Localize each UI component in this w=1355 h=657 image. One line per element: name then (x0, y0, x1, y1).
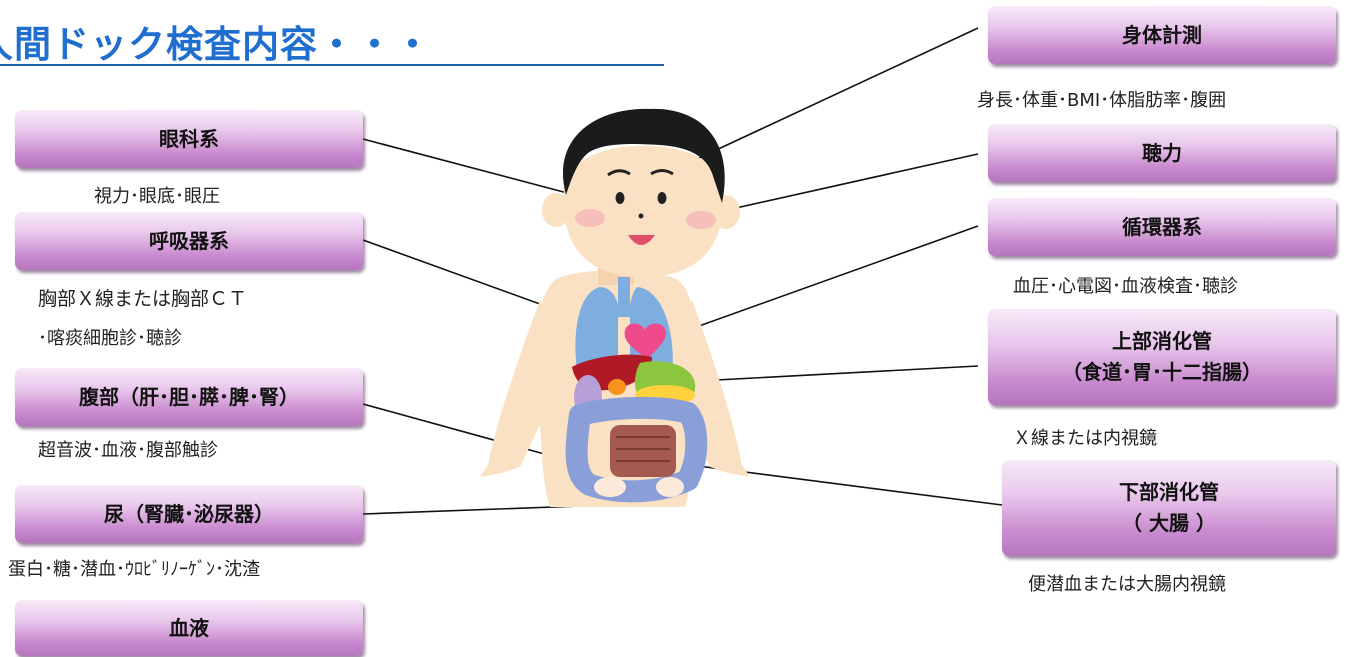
category-respiratory-label: 呼吸器系 (149, 226, 229, 257)
category-hearing-label: 聴力 (1142, 138, 1182, 169)
category-respiratory-button[interactable]: 呼吸器系 (15, 212, 363, 270)
category-blood-button[interactable]: 血液 (15, 600, 363, 656)
category-hearing-button[interactable]: 聴力 (988, 124, 1336, 182)
category-respiratory-desc-line1: 胸部Ｘ線または胸部ＣＴ (38, 284, 247, 311)
category-circulatory-button[interactable]: 循環器系 (988, 198, 1336, 256)
trachea (618, 277, 630, 317)
category-eye-label: 眼科系 (159, 124, 219, 155)
category-urine-label: 尿（腎臓･泌尿器） (104, 499, 274, 530)
category-lower-gi-label-line1: 下部消化管 (1119, 477, 1219, 508)
eye-left-icon (616, 192, 625, 204)
bladder-right (656, 477, 684, 497)
category-abdomen-button[interactable]: 腹部（肝･胆･膵･脾･腎） (15, 368, 363, 426)
category-abdomen-label: 腹部（肝･胆･膵･脾･腎） (79, 382, 299, 413)
category-upper-gi-desc: Ｘ線または内視鏡 (1013, 424, 1157, 450)
child-illustration (480, 95, 750, 515)
category-urine-button[interactable]: 尿（腎臓･泌尿器） (15, 485, 363, 543)
category-abdomen-desc: 超音波･血液･腹部触診 (38, 436, 218, 462)
category-lower-gi-label-line2: （ 大腸 ） (1122, 508, 1216, 539)
category-lower-gi-desc: 便潜血または大腸内視鏡 (1028, 570, 1226, 596)
category-eye-desc: 視力･眼底･眼圧 (94, 182, 220, 208)
cheek-left (575, 209, 605, 227)
connector-hearing (718, 154, 978, 212)
category-upper-gi-button[interactable]: 上部消化管 （食道･胃･十二指腸） (988, 309, 1336, 405)
nose (639, 214, 644, 219)
category-body-measure-label: 身体計測 (1122, 20, 1202, 51)
bladder (594, 477, 626, 497)
category-circulatory-label: 循環器系 (1122, 212, 1202, 243)
category-upper-gi-label-line1: 上部消化管 (1112, 326, 1212, 357)
category-eye-button[interactable]: 眼科系 (15, 110, 363, 168)
category-blood-label: 血液 (169, 613, 209, 644)
category-lower-gi-button[interactable]: 下部消化管 （ 大腸 ） (1002, 460, 1336, 556)
eye-right-icon (658, 192, 667, 204)
category-circulatory-desc: 血圧･心電図･血液検査･聴診 (1013, 272, 1238, 298)
small-intestine (610, 425, 676, 477)
gallbladder (608, 379, 626, 395)
cheek-right (686, 211, 716, 229)
category-respiratory-desc-line2: ･喀痰細胞診･聴診 (38, 324, 182, 350)
category-upper-gi-label-line2: （食道･胃･十二指腸） (1062, 357, 1262, 388)
category-body-measure-desc: 身長･体重･BMI･体脂肪率･腹囲 (977, 86, 1226, 112)
category-body-measure-button[interactable]: 身体計測 (988, 6, 1336, 64)
category-urine-desc: 蛋白･糖･潜血･ｳﾛﾋﾞﾘﾉｰｹﾞﾝ･沈渣 (8, 555, 260, 581)
